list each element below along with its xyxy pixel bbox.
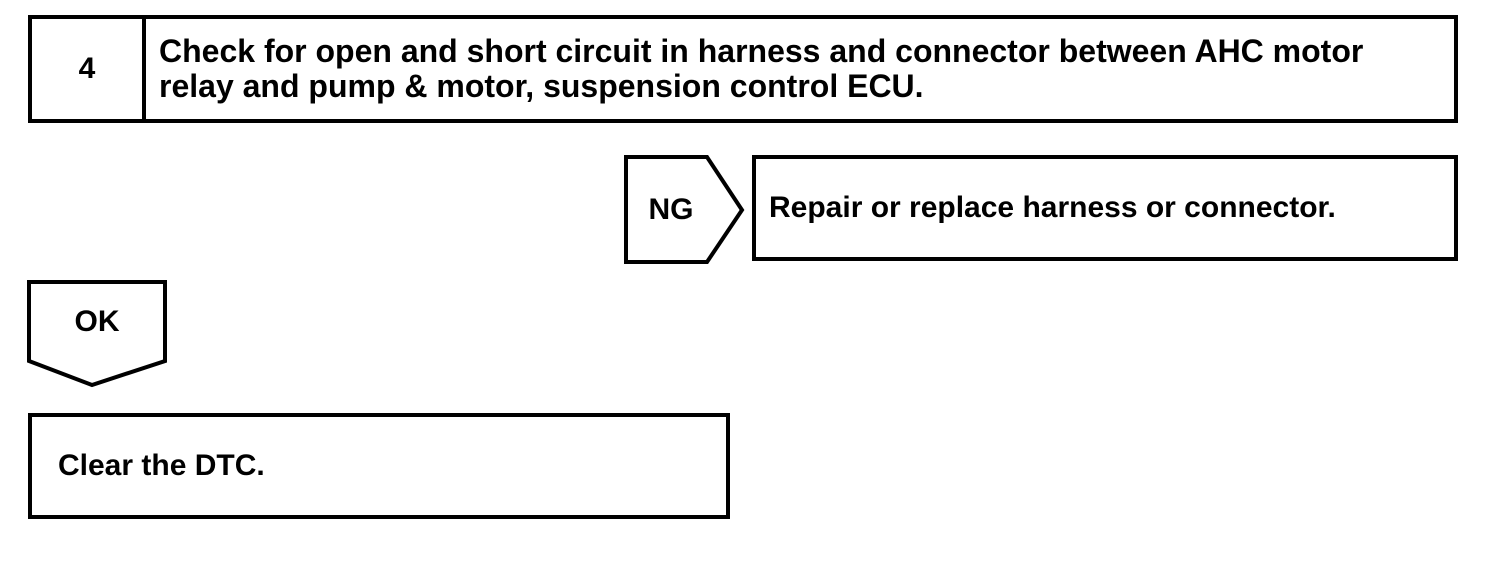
ng-action-text: Repair or replace harness or connector. xyxy=(769,191,1336,224)
ok-action-text: Clear the DTC. xyxy=(58,449,265,482)
ok-connector-shape xyxy=(27,280,167,388)
ng-connector-shape xyxy=(624,155,745,264)
ok-connector-label: OK xyxy=(74,304,120,338)
step-number-cell: 4 xyxy=(32,19,146,119)
ng-connector-label: NG xyxy=(648,192,694,226)
ok-action-box: Clear the DTC. xyxy=(28,413,730,519)
step-instruction-text: Check for open and short circuit in harn… xyxy=(159,33,1364,104)
step-instruction-box: 4 Check for open and short circuit in ha… xyxy=(28,15,1458,123)
step-instruction-cell: Check for open and short circuit in harn… xyxy=(146,19,1454,119)
step-number: 4 xyxy=(78,52,96,85)
ng-action-box: Repair or replace harness or connector. xyxy=(752,155,1458,261)
